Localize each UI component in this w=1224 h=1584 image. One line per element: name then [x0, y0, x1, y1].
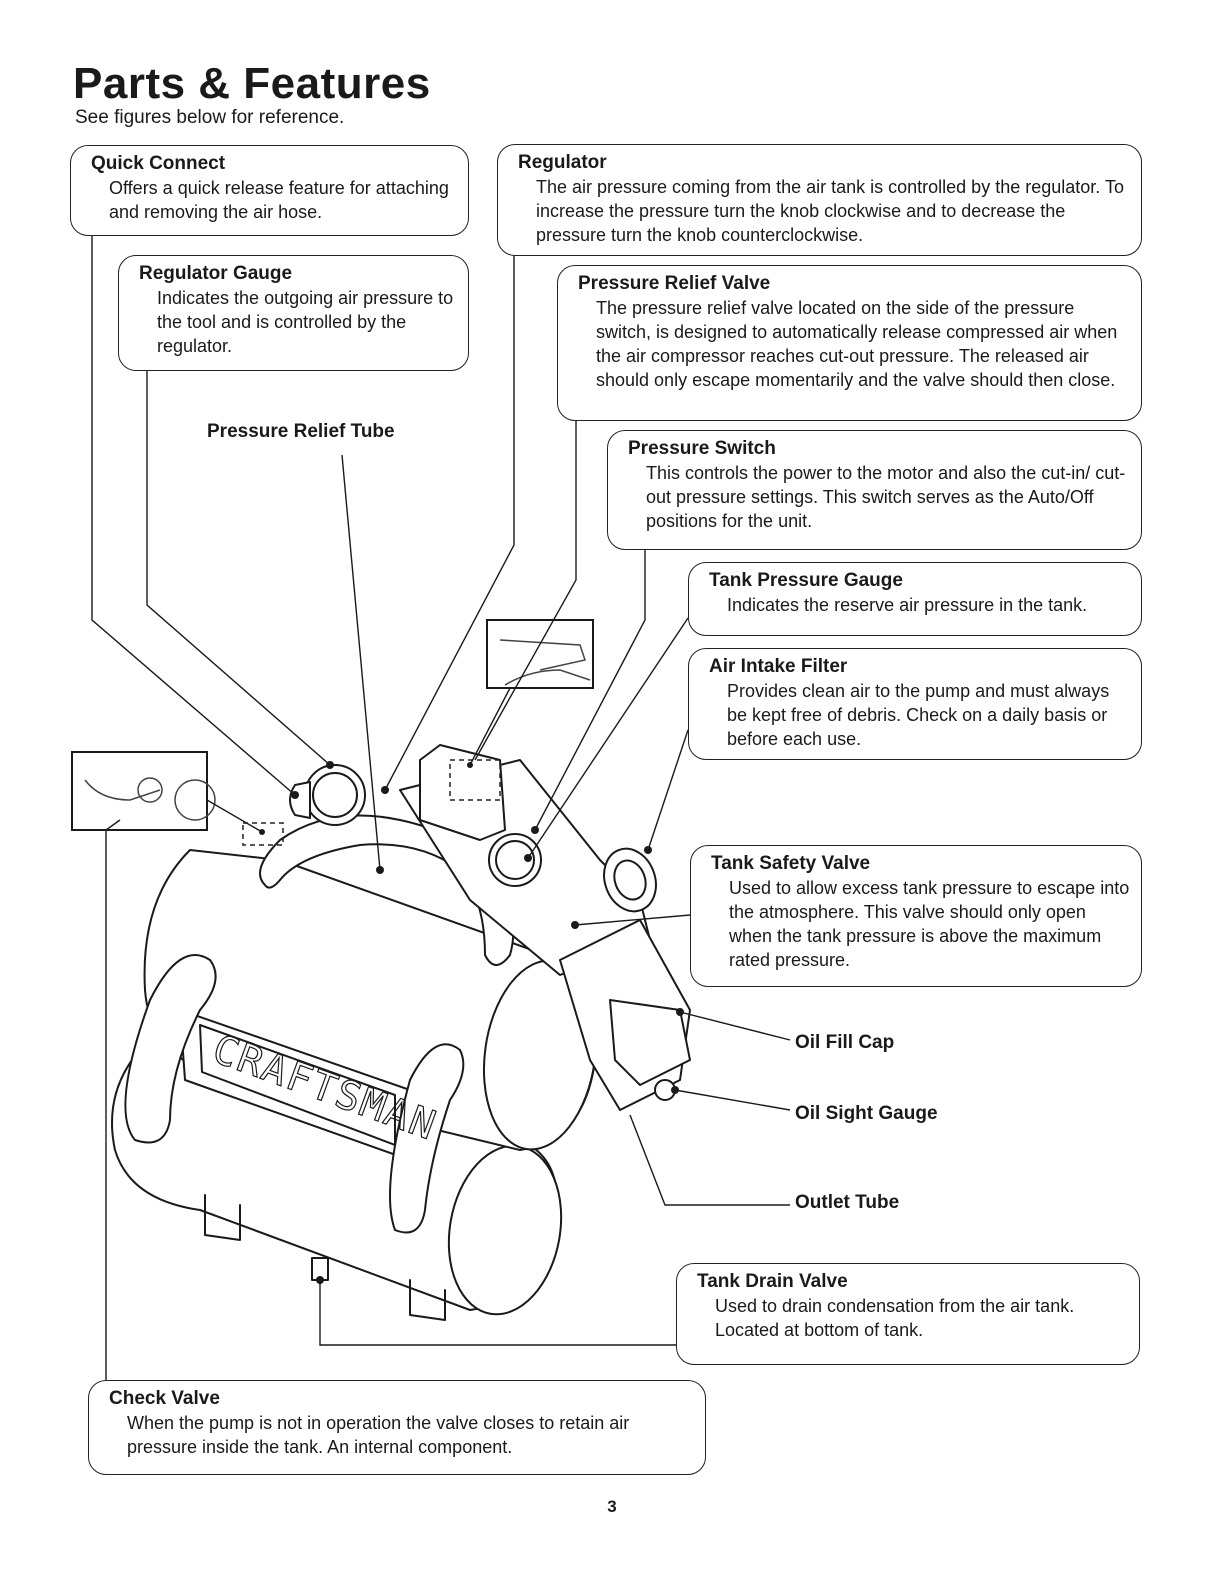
callout-text: This controls the power to the motor and…	[646, 463, 1126, 531]
callout-pressure-switch: Pressure Switch This controls the power …	[607, 430, 1142, 550]
callout-title: Tank Safety Valve	[711, 853, 871, 874]
callout-tank-pressure-gauge: Tank Pressure Gauge Indicates the reserv…	[688, 562, 1142, 636]
callout-text: Provides clean air to the pump and must …	[727, 681, 1110, 749]
callout-text: Indicates the reserve air pressure in th…	[727, 595, 1088, 615]
page-number: 3	[607, 1497, 617, 1516]
callout-title: Regulator	[518, 152, 607, 173]
callout-regulator: Regulator The air pressure coming from t…	[497, 144, 1142, 256]
callout-text: Used to allow excess tank pressure to es…	[729, 878, 1130, 970]
callout-tank-safety-valve: Tank Safety Valve Used to allow excess t…	[690, 845, 1142, 987]
label-outlet-tube: Outlet Tube	[795, 1192, 900, 1214]
callout-text: When the pump is not in operation the va…	[127, 1413, 630, 1457]
callout-title: Pressure Relief Valve	[578, 273, 771, 294]
callout-title: Tank Drain Valve	[697, 1271, 848, 1292]
page-title: Parts & Features	[73, 59, 431, 108]
callout-air-intake-filter: Air Intake Filter Provides clean air to …	[688, 648, 1142, 760]
callout-title: Tank Pressure Gauge	[709, 570, 903, 591]
callout-title: Quick Connect	[91, 153, 226, 174]
callout-text: The pressure relief valve located on the…	[596, 298, 1118, 390]
callout-text: Indicates the outgoing air pressure to t…	[157, 288, 454, 356]
label-oil-fill-cap: Oil Fill Cap	[795, 1032, 895, 1054]
callout-title: Pressure Switch	[628, 438, 776, 459]
label-pressure-relief-tube: Pressure Relief Tube	[207, 421, 395, 443]
callout-regulator-gauge: Regulator Gauge Indicates the outgoing a…	[118, 255, 469, 371]
callout-title: Air Intake Filter	[709, 656, 848, 677]
callout-title: Check Valve	[109, 1388, 220, 1409]
page-subtitle: See figures below for reference.	[75, 107, 345, 128]
callout-check-valve: Check Valve When the pump is not in oper…	[88, 1380, 706, 1475]
callout-pressure-relief-valve: Pressure Relief Valve The pressure relie…	[557, 265, 1142, 421]
callout-text: Offers a quick release feature for attac…	[109, 178, 449, 222]
label-oil-sight-gauge: Oil Sight Gauge	[795, 1103, 938, 1125]
callout-text: The air pressure coming from the air tan…	[536, 177, 1124, 245]
callout-title: Regulator Gauge	[139, 263, 293, 284]
callout-quick-connect: Quick Connect Offers a quick release fea…	[70, 145, 469, 236]
callout-tank-drain-valve: Tank Drain Valve Used to drain condensat…	[676, 1263, 1140, 1365]
callout-text: Used to drain condensation from the air …	[715, 1296, 1075, 1340]
